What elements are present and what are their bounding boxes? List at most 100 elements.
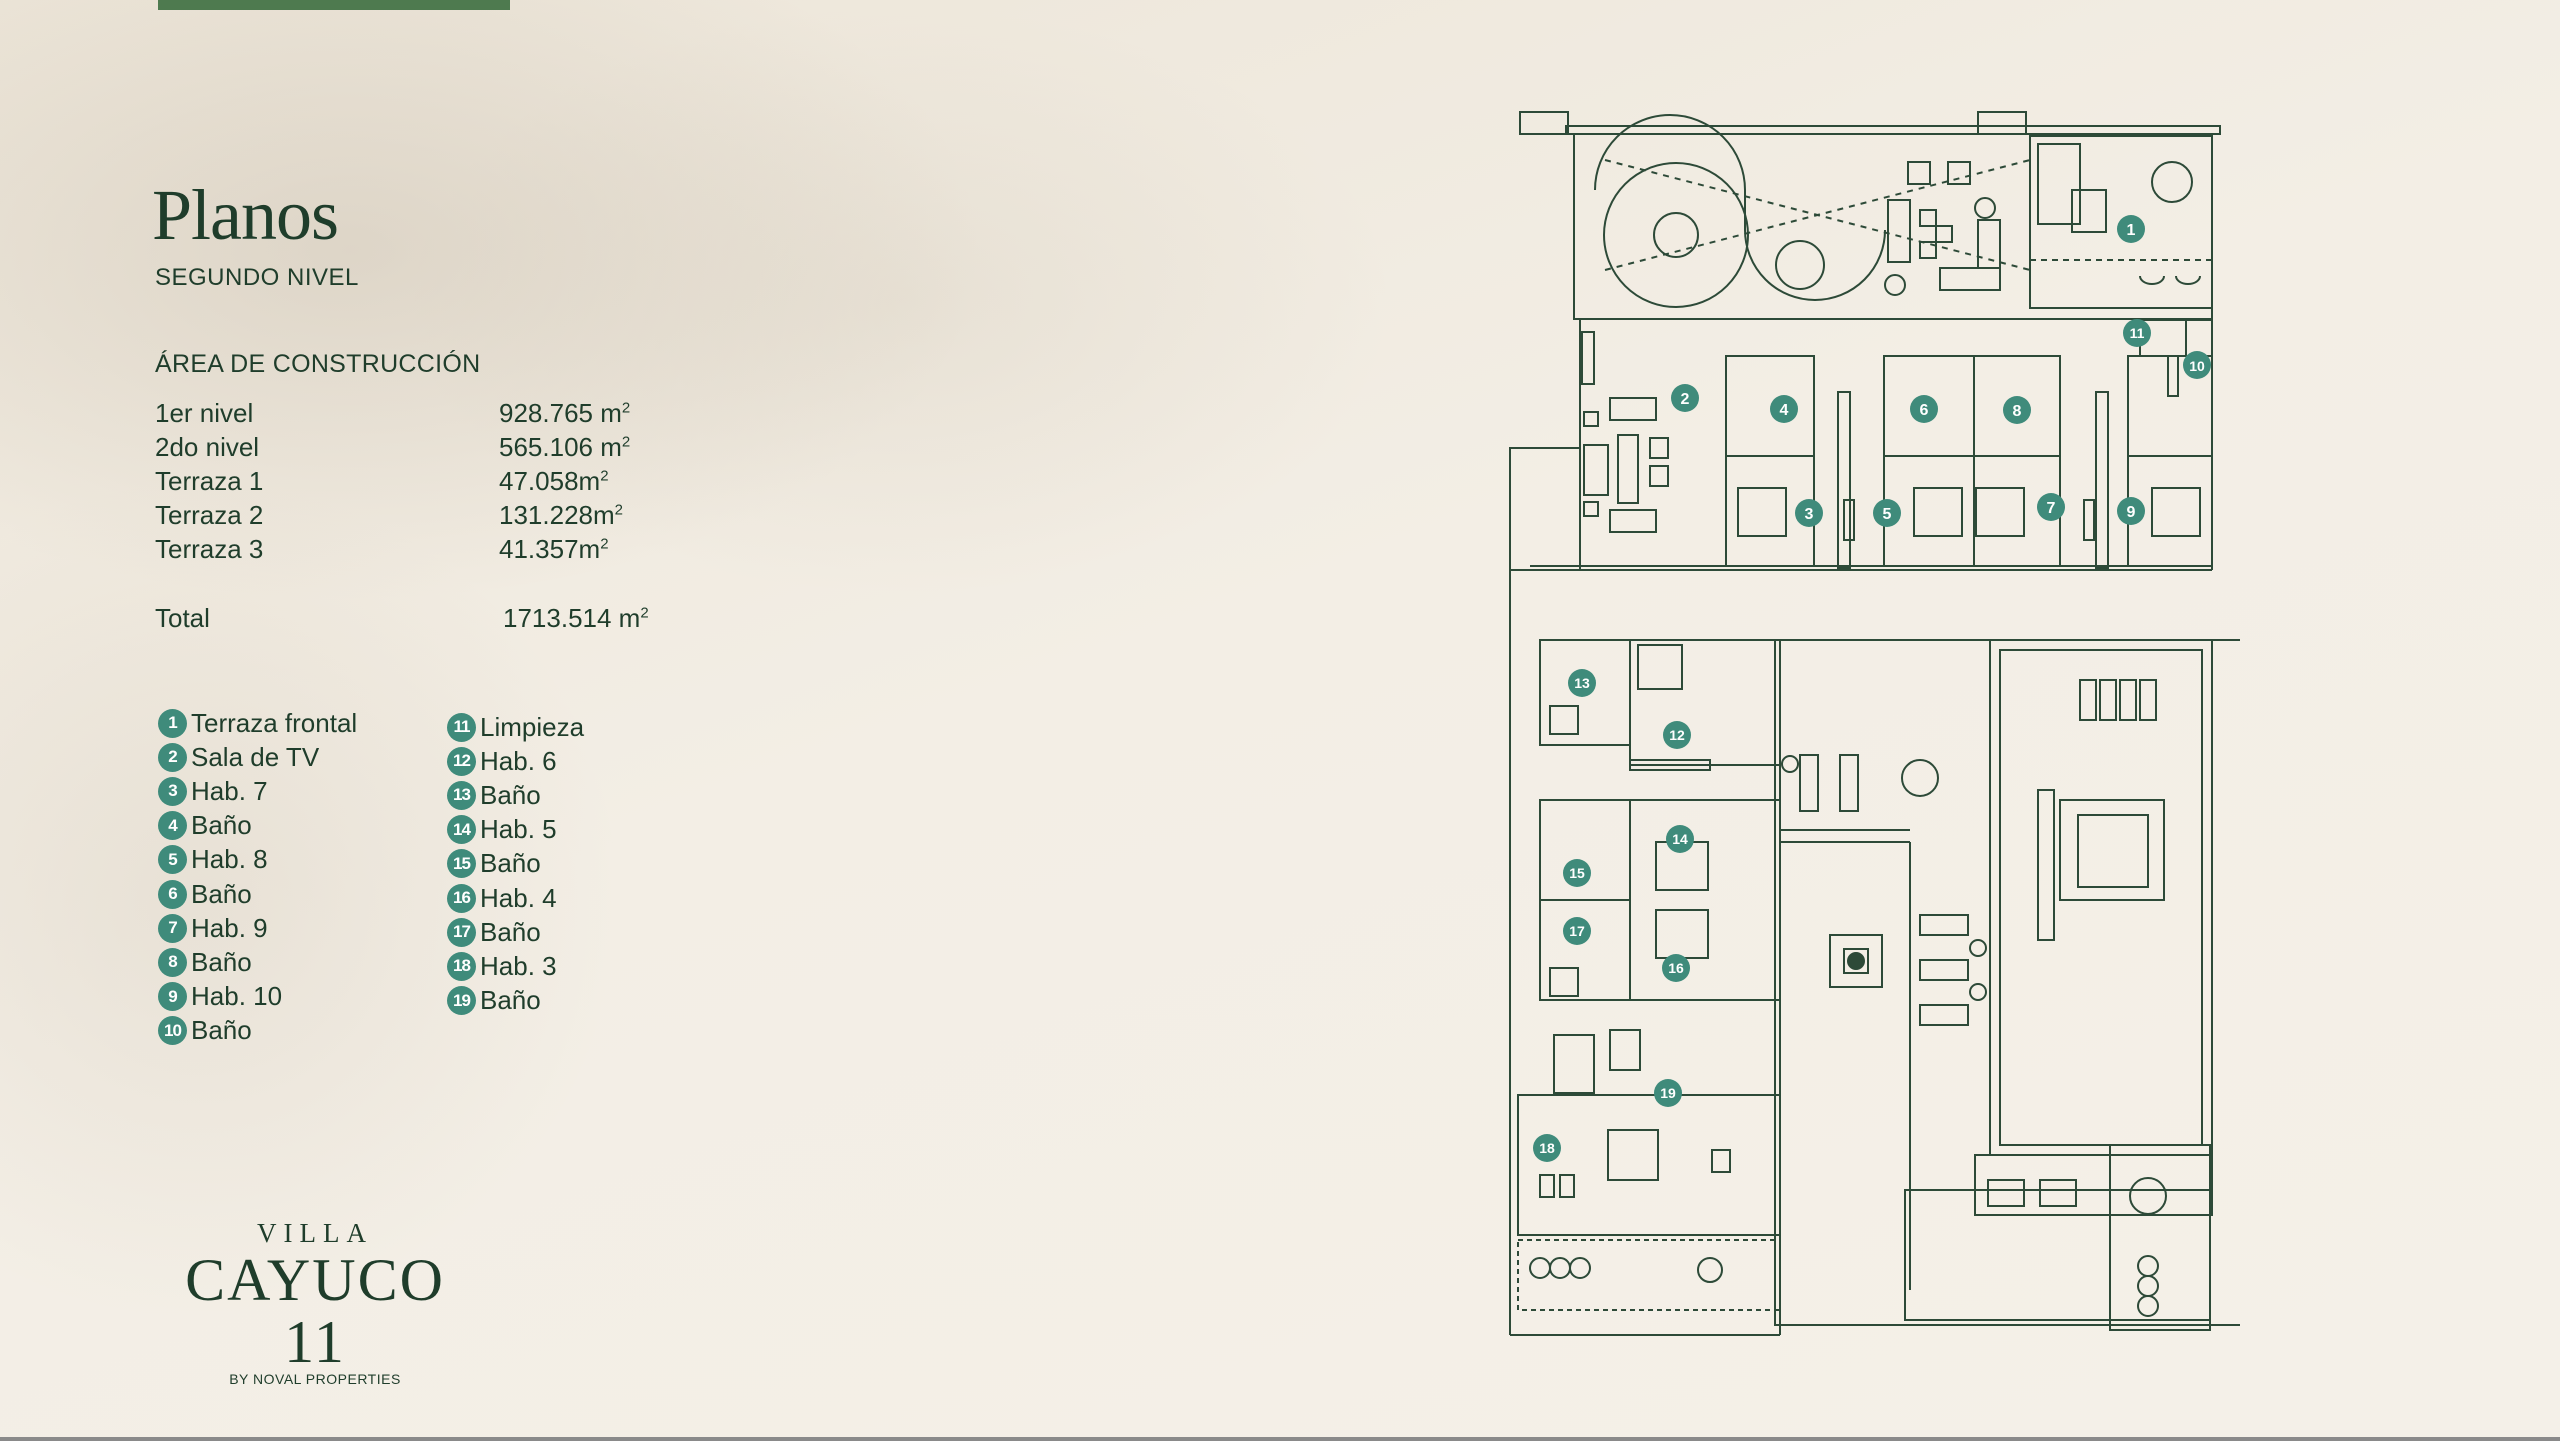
plan-marker: 5 bbox=[1873, 499, 1901, 527]
svg-text:8: 8 bbox=[2013, 403, 2022, 420]
legend-badge: 8 bbox=[158, 947, 187, 977]
svg-text:1: 1 bbox=[2127, 222, 2136, 239]
legend-label: Baño bbox=[191, 1015, 252, 1046]
legend-label: Baño bbox=[480, 848, 541, 879]
area-total-value: 1713.514 m2 bbox=[503, 603, 649, 633]
plan-marker: 8 bbox=[2003, 396, 2031, 424]
page-title: Planos bbox=[152, 175, 339, 255]
area-row-label: Terraza 2 bbox=[155, 500, 264, 530]
svg-text:11: 11 bbox=[2130, 325, 2145, 341]
legend-label: Limpieza bbox=[480, 711, 585, 742]
legend-badge: 15 bbox=[447, 849, 476, 879]
legend-label: Baño bbox=[480, 985, 541, 1016]
legend-label: Baño bbox=[191, 946, 252, 977]
legend-badge: 18 bbox=[447, 951, 476, 981]
plan-bedrooms-upper bbox=[1725, 319, 2213, 569]
plan-lounge bbox=[1884, 161, 2001, 296]
svg-text:3: 3 bbox=[1805, 506, 1814, 523]
legend-badge: 12 bbox=[447, 746, 476, 776]
svg-text:14: 14 bbox=[1672, 831, 1688, 847]
page-subtitle: SEGUNDO NIVEL bbox=[155, 264, 359, 291]
legend-badge: 3 bbox=[158, 776, 187, 806]
legend-label: Baño bbox=[191, 878, 252, 909]
legend-label: Baño bbox=[480, 779, 541, 810]
legend-badge: 17 bbox=[447, 917, 476, 947]
plan-spiral-stair bbox=[1594, 114, 2031, 308]
svg-text:13: 13 bbox=[1574, 675, 1590, 691]
legend-label: Baño bbox=[480, 916, 541, 947]
legend-badge: 1 bbox=[158, 708, 187, 738]
plan-marker: 17 bbox=[1563, 917, 1591, 945]
legend-label: Baño bbox=[191, 810, 252, 841]
logo-main-text: CAYUCO 11 bbox=[185, 1247, 445, 1375]
legend-badge: 7 bbox=[158, 913, 187, 943]
plan-marker: 15 bbox=[1563, 859, 1591, 887]
area-heading: ÁREA DE CONSTRUCCIÓN bbox=[155, 350, 481, 378]
villa-cayuco-logo: VILLA CAYUCO 11 BY NOVAL PROPERTIES bbox=[150, 1218, 480, 1387]
legend-label: Terraza frontal bbox=[191, 707, 358, 738]
plan-marker: 11 bbox=[2123, 319, 2151, 347]
area-row-value: 565.106 m2 bbox=[499, 432, 631, 462]
plan-terrace bbox=[2029, 135, 2213, 309]
area-total-label: Total bbox=[155, 603, 210, 633]
floor-plan bbox=[1509, 111, 2240, 1336]
bottom-divider bbox=[0, 1437, 2560, 1441]
plan-marker: 9 bbox=[2117, 497, 2145, 525]
plan-marker: 14 bbox=[1666, 825, 1694, 853]
plan-marker: 3 bbox=[1795, 499, 1823, 527]
plan-bedrooms-lower bbox=[1517, 639, 1781, 1311]
legend-badge: 9 bbox=[158, 982, 187, 1012]
legend-badge: 16 bbox=[447, 883, 476, 913]
legend-badge: 19 bbox=[447, 986, 476, 1016]
area-row-label: 1er nivel bbox=[155, 398, 254, 428]
area-row-value: 928.765 m2 bbox=[499, 398, 631, 428]
svg-text:16: 16 bbox=[1668, 960, 1684, 976]
area-row-value: 41.357m2 bbox=[499, 534, 609, 564]
plan-tv-room bbox=[1581, 331, 1669, 533]
legend-label: Hab. 5 bbox=[480, 814, 557, 845]
plan-marker: 13 bbox=[1568, 669, 1596, 697]
legend-label: Hab. 6 bbox=[480, 745, 557, 776]
legend-badge: 4 bbox=[158, 811, 187, 841]
logo-top-text: VILLA bbox=[257, 1218, 373, 1248]
plan-marker: 19 bbox=[1654, 1079, 1682, 1107]
legend-badge: 14 bbox=[447, 815, 476, 845]
plan-marker: 16 bbox=[1662, 954, 1690, 982]
svg-text:7: 7 bbox=[2047, 500, 2056, 517]
area-row-label: Terraza 1 bbox=[155, 466, 264, 496]
legend-label: Hab. 9 bbox=[191, 912, 268, 943]
svg-text:9: 9 bbox=[2127, 504, 2136, 521]
plan-marker: 18 bbox=[1533, 1134, 1561, 1162]
logo-sub-text: BY NOVAL PROPERTIES bbox=[229, 1371, 401, 1387]
area-row-value: 131.228m2 bbox=[499, 500, 623, 530]
svg-text:15: 15 bbox=[1569, 865, 1585, 881]
svg-text:4: 4 bbox=[1780, 402, 1789, 419]
legend-label: Hab. 3 bbox=[480, 950, 557, 981]
svg-text:19: 19 bbox=[1660, 1085, 1676, 1101]
svg-text:2: 2 bbox=[1681, 391, 1690, 408]
svg-text:18: 18 bbox=[1539, 1140, 1555, 1156]
area-row-label: 2do nivel bbox=[155, 432, 260, 462]
svg-text:12: 12 bbox=[1669, 727, 1685, 743]
legend-badge: 2 bbox=[158, 742, 187, 772]
legend-badge: 10 bbox=[158, 1016, 187, 1046]
plan-marker: 10 bbox=[2183, 351, 2211, 379]
legend-label: Hab. 10 bbox=[191, 981, 283, 1012]
legend-badge: 6 bbox=[158, 879, 187, 909]
